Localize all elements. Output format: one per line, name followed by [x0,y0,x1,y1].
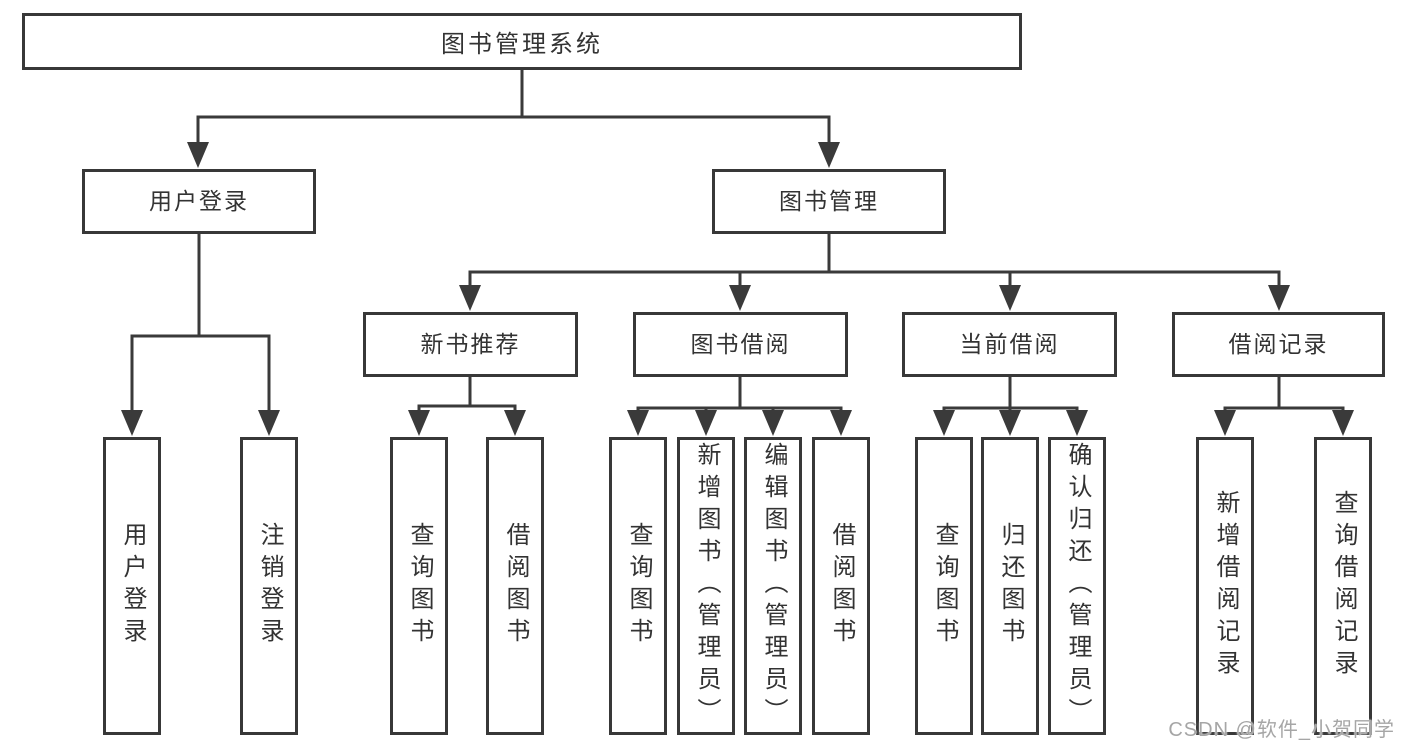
node-leaf-query-books-borrow: 查询图书 [609,437,667,735]
node-book-management-branch: 图书管理 [712,169,946,234]
leaf-label: 注销登录 [256,522,283,650]
leaf-label: 借阅图书 [502,522,529,650]
csdn-watermark: CSDN @软件_小贺同学 [1168,719,1395,741]
edges-book-borrow-to-leaves [636,377,843,426]
edges-user-login-to-leaves [130,234,271,426]
node-leaf-add-borrow-record: 新增借阅记录 [1196,437,1254,735]
node-leaf-add-books-admin: 新增图书（管理员） [677,437,735,735]
leaf-label: 查询图书 [625,522,652,650]
leaf-label: 借阅图书 [828,522,855,650]
leaf-label: 新增借阅记录 [1212,490,1239,682]
node-leaf-user-login: 用户登录 [103,437,161,735]
node-book-management-system: 图书管理系统 [22,13,1022,70]
node-leaf-borrow-books-recommend: 借阅图书 [486,437,544,735]
leaf-label: 查询图书 [406,522,433,650]
leaf-label: 查询借阅记录 [1330,490,1357,682]
leaf-label: 查询图书 [931,522,958,650]
leaf-label: 用户登录 [119,522,146,650]
node-book-borrow: 图书借阅 [633,312,848,377]
node-current-borrow: 当前借阅 [902,312,1117,377]
node-leaf-query-borrow-record: 查询借阅记录 [1314,437,1372,735]
leaf-label: 编辑图书（管理员） [760,442,787,730]
node-leaf-confirm-return-admin: 确认归还（管理员） [1048,437,1106,735]
leaf-label: 归还图书 [997,522,1024,650]
arrowheads [121,142,1354,436]
node-leaf-borrow-books: 借阅图书 [812,437,870,735]
node-leaf-edit-books-admin: 编辑图书（管理员） [744,437,802,735]
leaf-label: 确认归还（管理员） [1064,442,1091,730]
node-leaf-return-books: 归还图书 [981,437,1039,735]
node-new-book-recommend: 新书推荐 [363,312,578,377]
leaf-label: 新增图书（管理员） [693,442,720,730]
node-leaf-query-books-recommend: 查询图书 [390,437,448,735]
edges-book-management-to-level2 [468,234,1281,301]
node-leaf-logout: 注销登录 [240,437,298,735]
edges-root-to-level1 [196,70,831,158]
edges-new-book-recommend-to-leaves [417,377,517,426]
edges-borrow-record-to-leaves [1223,377,1345,426]
node-borrow-record: 借阅记录 [1172,312,1385,377]
node-leaf-query-books-current: 查询图书 [915,437,973,735]
node-user-login-branch: 用户登录 [82,169,316,234]
